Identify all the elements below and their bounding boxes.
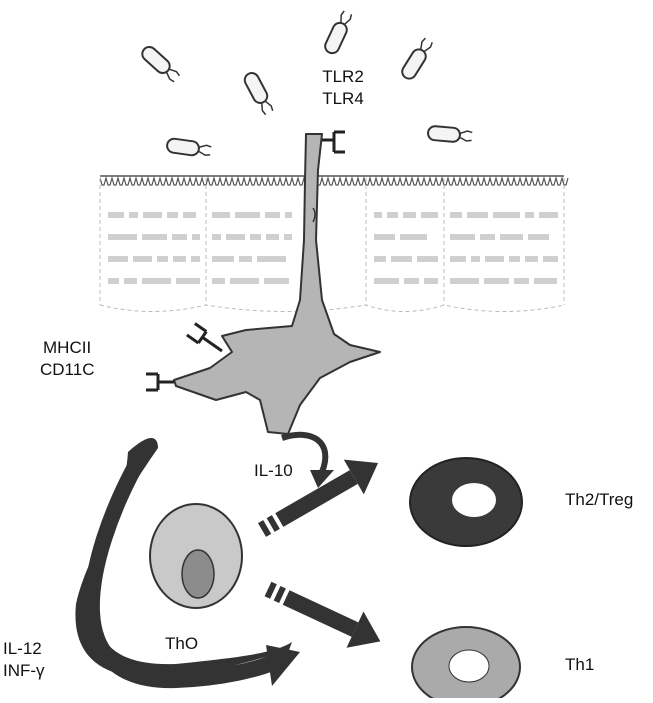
mhcii-receptor [187,323,226,356]
epithelium-text-fragment [183,212,196,218]
arrow-to-th1 [260,571,389,660]
epithelium-text-fragment [534,278,557,284]
epithelium-text-fragment [539,212,558,218]
epithelium-text-fragment [374,234,395,240]
epithelium-text-fragment [484,278,509,284]
epithelium-text-fragment [403,212,416,218]
epithelium-text-fragment [543,256,558,262]
epithelium-text-fragment [129,212,138,218]
bacterium [400,37,435,82]
th0-cell [150,504,242,608]
bacterium [166,138,212,158]
epithelium-text-fragment [525,256,538,262]
epithelium-text-fragment [264,278,289,284]
epithelium-text-fragment [485,256,504,262]
epithelium-text-fragment [192,234,200,240]
epithelium-text-fragment [480,234,495,240]
epithelium-text-fragment [450,278,479,284]
epithelium-text-fragment [142,234,167,240]
infg-label: INF-γ [3,660,45,682]
epithelium-text-fragment [514,278,529,284]
tlr2-label: TLR2 [318,66,368,88]
epithelium-text-fragment [374,278,399,284]
epithelium-text-fragment [404,278,419,284]
bacterium [242,71,275,116]
epithelium-text-fragment [212,234,221,240]
epithelium-text-fragment [471,256,480,262]
epithelium-text-fragment [176,278,200,284]
cytokine-label-group: IL-12 INF-γ [3,638,45,682]
intestinal-epithelium [100,176,568,312]
epithelium-text-fragment [108,256,128,262]
bacterium [427,126,472,144]
epithelium-text-fragment [124,278,137,284]
th1-cell [412,627,520,698]
cd11c-receptor [146,374,174,390]
tlr4-label: TLR4 [318,88,368,110]
th2treg-label: Th2/Treg [565,489,633,511]
epithelium-text-fragment [172,234,187,240]
epithelium-text-fragment [108,212,124,218]
epithelium-text-fragment [400,234,427,240]
cd11c-label: CD11C [40,359,94,381]
th1-label: Th1 [565,654,594,676]
epithelium-text-fragment [257,256,286,262]
mhcii-label-group: MHCII CD11C [40,337,94,381]
epithelium-text-fragment [265,212,280,218]
epithelium-text-fragment [226,234,245,240]
epithelium-text-fragment [212,278,225,284]
epithelium-text-fragment [374,256,386,262]
epithelium-text-fragment [133,256,152,262]
th0-label: ThO [165,633,198,655]
epithelium-text-fragment [285,212,292,218]
epithelium-text-fragment [143,212,162,218]
epithelium-text-fragment [493,212,520,218]
epithelium-text-fragment [167,212,178,218]
bacterium [139,44,181,84]
epithelium-text-fragment [108,278,119,284]
mhcii-label: MHCII [40,337,94,359]
epithelium-text-fragment [391,256,412,262]
epithelium-text-fragment [212,212,230,218]
epithelium-text-fragment [374,212,382,218]
epithelium-text-fragment [235,212,260,218]
epithelium-text-fragment [450,256,466,262]
epithelium-text-fragment [157,256,168,262]
bacterium [323,10,354,56]
il12-label: IL-12 [3,638,45,660]
epithelium-text-fragment [387,212,398,218]
epithelium-text-fragment [417,256,438,262]
epithelium-text-fragment [239,256,252,262]
epithelium-text-fragment [450,212,462,218]
epithelium-text-fragment [191,256,200,262]
epithelium-text-fragment [142,278,171,284]
epithelium-text-fragment [528,234,549,240]
epithelium-text-fragment [266,234,279,240]
epithelium-text-fragment [173,256,186,262]
tlr-label-group: TLR2 TLR4 [318,66,368,110]
epithelium-text-fragment [108,234,137,240]
th2-treg-cell [410,458,522,546]
il10-label: IL-10 [254,460,293,482]
epithelium-text-fragment [450,234,475,240]
epithelium-text-fragment [250,234,261,240]
epithelium-text-fragment [421,212,438,218]
epithelium-text-fragment [467,212,488,218]
epithelium-text-fragment [212,256,234,262]
epithelium-text-fragment [500,234,523,240]
epithelium-text-fragment [509,256,520,262]
epithelium-text-fragment [525,212,534,218]
tlr-receptor [322,132,345,152]
epithelium-text-fragment [230,278,259,284]
epithelium-text-fragment [424,278,438,284]
epithelium-text-fragment [284,234,292,240]
